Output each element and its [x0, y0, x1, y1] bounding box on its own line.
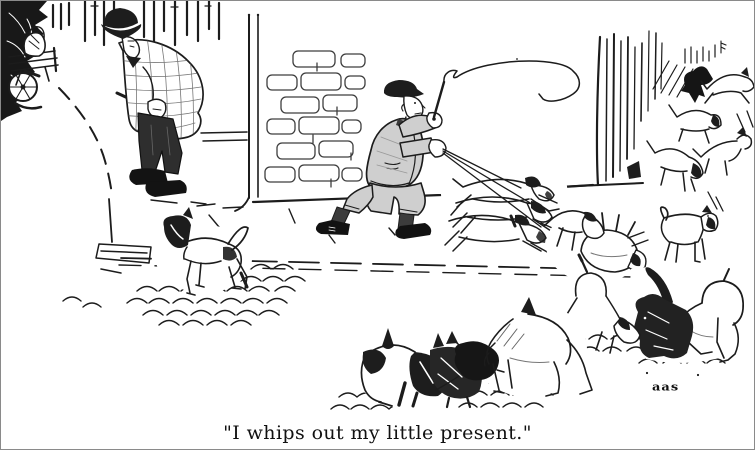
handcart — [8, 25, 59, 110]
center-dog-fight — [353, 297, 593, 411]
artist-signature: aas — [652, 381, 680, 394]
brick-wall — [264, 50, 366, 188]
leashed-dogs — [439, 173, 573, 254]
left-terrier-dog — [156, 207, 252, 296]
fence-railings — [51, 1, 221, 47]
ink-specks — [516, 58, 700, 377]
dog-walker-man — [315, 80, 447, 239]
bystander-bowler-man — [101, 8, 207, 205]
doorway-dogs — [646, 66, 754, 212]
tumbling-dog-pair — [543, 207, 649, 283]
leash-lines — [442, 148, 542, 228]
gate-post — [200, 13, 260, 212]
whip — [432, 60, 581, 121]
foliage-corner — [1, 1, 48, 121]
caption: "I whips out my little present." — [223, 422, 532, 444]
standing-dog — [653, 205, 721, 263]
right-dog-scrum — [541, 253, 748, 363]
doorway — [532, 30, 727, 189]
